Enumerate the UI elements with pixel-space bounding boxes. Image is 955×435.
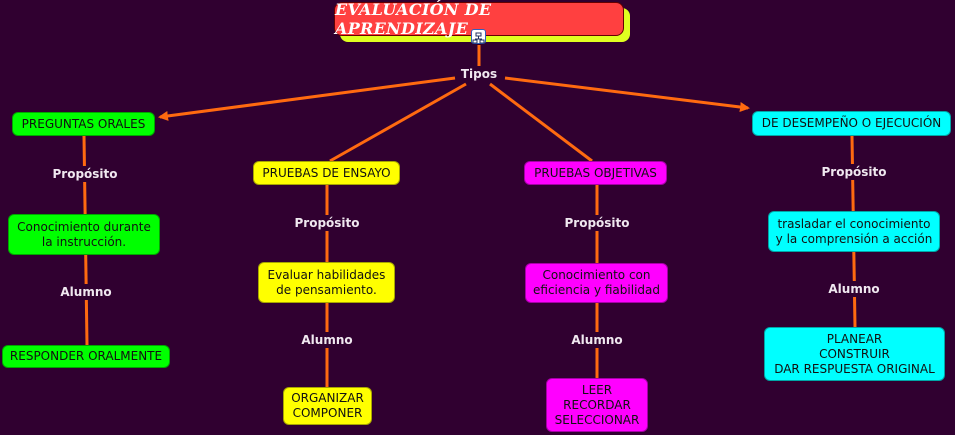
- link-tipos-preguntas: [158, 76, 456, 121]
- link-label-tipos: Tipos: [457, 66, 501, 82]
- concept-pruebas-objetivas[interactable]: PRUEBAS OBJETIVAS: [524, 161, 667, 185]
- concept-desempeno[interactable]: DE DESEMPEÑO O EJECUCIÓN: [752, 111, 951, 136]
- link-label-proposito: Propósito: [291, 215, 363, 231]
- concept-student-action[interactable]: RESPONDER ORALMENTE: [2, 345, 170, 368]
- concept-pruebas-ensayo[interactable]: PRUEBAS DE ENSAYO: [253, 161, 400, 185]
- link-label-proposito: Propósito: [818, 164, 890, 180]
- link-label-proposito: Propósito: [49, 166, 121, 182]
- concept-purpose[interactable]: Conocimiento con eficiencia y fiabilidad: [525, 263, 668, 303]
- link-label-alumno: Alumno: [57, 284, 115, 300]
- link-label-alumno: Alumno: [825, 281, 883, 297]
- concept-student-action[interactable]: PLANEAR CONSTRUIR DAR RESPUESTA ORIGINAL: [764, 327, 945, 381]
- concept-purpose[interactable]: Evaluar habilidades de pensamiento.: [258, 262, 395, 303]
- link-tipos-desempeno: [504, 76, 750, 112]
- concept-map-icon[interactable]: [471, 29, 486, 44]
- concept-preguntas-orales[interactable]: PREGUNTAS ORALES: [12, 112, 155, 136]
- concept-student-action[interactable]: LEER RECORDAR SELECCIONAR: [546, 378, 648, 432]
- concept-student-action[interactable]: ORGANIZAR COMPONER: [283, 387, 372, 425]
- concept-purpose[interactable]: trasladar el conocimiento y la comprensi…: [768, 211, 940, 252]
- link-tipos-objetivas: [489, 82, 593, 163]
- link-label-alumno: Alumno: [298, 332, 356, 348]
- link-label-proposito: Propósito: [561, 215, 633, 231]
- link-label-alumno: Alumno: [568, 332, 626, 348]
- concept-purpose[interactable]: Conocimiento durante la instrucción.: [8, 214, 160, 255]
- link-tipos-ensayo: [329, 82, 467, 163]
